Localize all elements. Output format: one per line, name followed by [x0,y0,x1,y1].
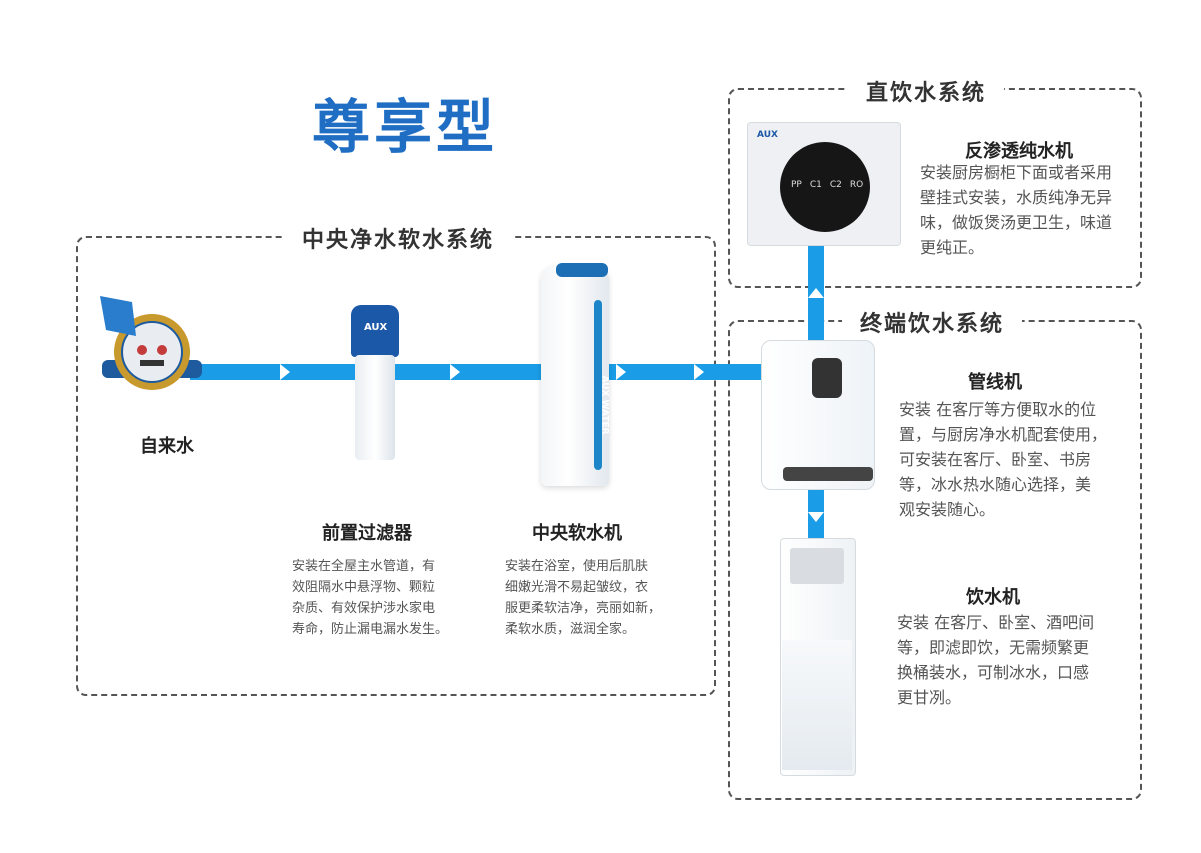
flow-arrow [280,364,290,380]
pre-filter-body [355,355,395,460]
ro-display-disc [780,142,870,232]
ro-brand: AUX [757,130,778,140]
pre-filter-description: 安装在全屋主水管道，有 效阻隔水中悬浮物、颗粒 杂质、有效保护涉水家电 寿命，防… [292,559,449,637]
flow-arrow-down [808,288,824,298]
ro-name: 反渗透纯水机 [965,141,1073,162]
softener-cap [556,263,608,277]
flow-arrow-down [808,512,824,522]
vertical-pipe-up [808,240,824,344]
softener-stripe [594,300,602,470]
pipeline-description: 安装 在客厅等方便取水的位 置，与厨房净水机配套使用， 可安装在客厅、卧室、书房… [899,400,1108,519]
dispenser-description: 安装 在客厅、卧室、酒吧间 等，即滤即饮，无需频繁更 换桶装水，可制冰水，口感 … [897,613,1095,707]
pipeline-control-panel [812,358,842,398]
softener-brand-text: AUX WATER [599,375,610,435]
pre-filter-head [351,305,399,357]
water-meter-icon [100,296,202,390]
ro-description: 安装厨房橱柜下面或者采用 壁挂式安装，水质纯净无异 味，做饭煲汤更卫生，味道 更… [920,163,1113,257]
pipeline-drip-tray [783,467,873,481]
dispenser-display [790,548,844,584]
flow-arrow [694,364,704,380]
brand-logo: AUX [364,322,388,333]
dispenser-cabinet [782,640,852,770]
central-system-title: 中央净水软水系统 [284,222,513,254]
page-title: 尊享型 [312,93,499,161]
softener-name: 中央软水机 [532,523,622,544]
flow-arrow [450,364,460,380]
ro-stage-labels: PP C1 C2 RO [791,180,864,190]
terminal-drink-title: 终端饮水系统 [842,306,1023,338]
direct-drink-title: 直饮水系统 [848,75,1005,107]
flow-arrow [616,364,626,380]
softener-description: 安装在浴室，使用后肌肤 细嫩光滑不易起皱纹，衣 服更柔软洁净，亮丽如新， 柔软水… [505,559,662,637]
pre-filter-name: 前置过滤器 [322,523,412,544]
tap-water-label: 自来水 [140,436,194,457]
main-pipe [190,364,770,380]
pipeline-name: 管线机 [968,372,1022,393]
dispenser-name: 饮水机 [966,587,1020,608]
